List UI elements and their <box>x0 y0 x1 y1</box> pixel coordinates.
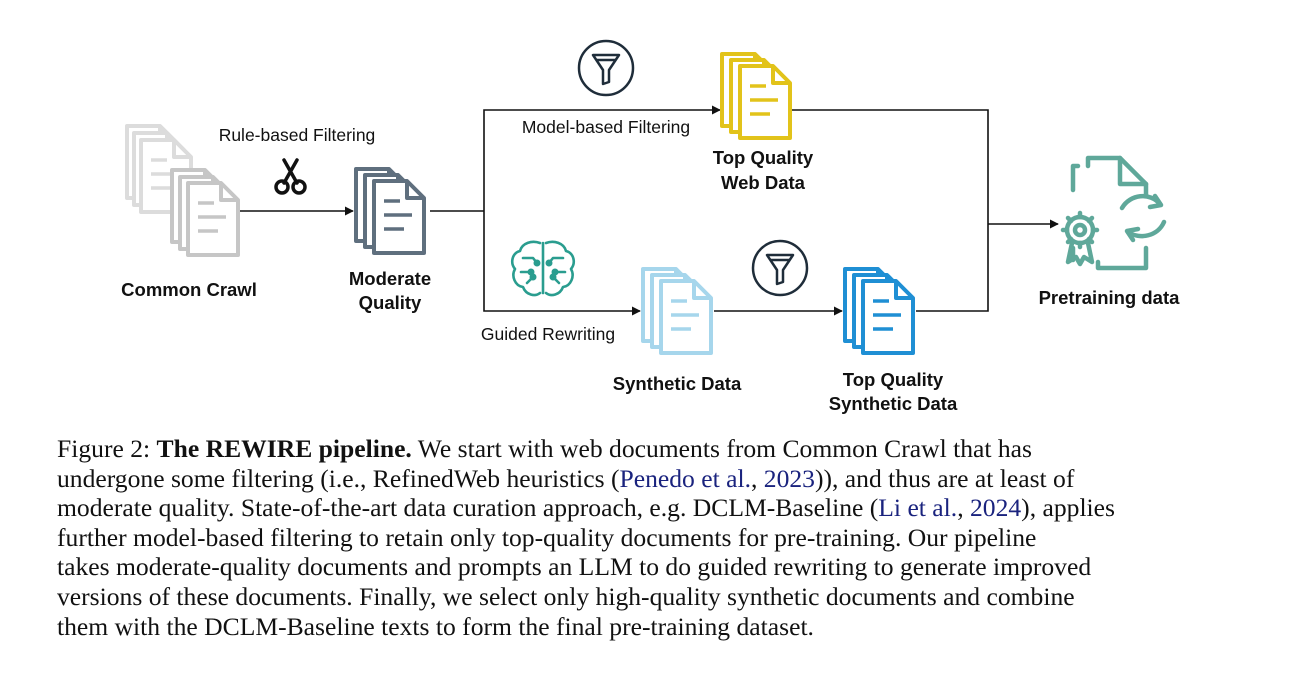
node-label-top-web-line2: Web Data <box>721 172 806 193</box>
node-label-top-web-line1: Top Quality <box>713 147 814 168</box>
caption-text: )), and thus are at least of <box>814 463 1075 493</box>
edge-label-rule-based: Rule-based Filtering <box>219 125 376 145</box>
caption-title: The REWIRE pipeline. <box>156 434 412 463</box>
citation-link[interactable]: Penedo et al. <box>619 463 751 493</box>
edge-guided-rewriting <box>483 211 641 316</box>
edge-model-based <box>483 105 721 211</box>
node-label-moderate-line2: Quality <box>359 292 422 313</box>
caption-line-6: versions of these documents. Finally, we… <box>57 581 1075 611</box>
node-label-pretraining: Pretraining data <box>1039 287 1181 308</box>
caption-text: undergone some filtering (i.e., RefinedW… <box>57 463 620 493</box>
caption-line-2: undergone some filtering (i.e., RefinedW… <box>57 464 1247 494</box>
brain-circuit-icon <box>510 240 576 297</box>
caption-line-1: Figure 2: The REWIRE pipeline. We start … <box>57 434 1247 464</box>
caption-text: We start with web documents from Common … <box>411 434 1032 463</box>
edge-label-guided-rewriting: Guided Rewriting <box>481 324 615 344</box>
rewire-pipeline-diagram: Rule-based Filtering Model-based Filteri… <box>121 39 1181 414</box>
node-label-common-crawl: Common Crawl <box>121 279 257 300</box>
moderate-quality-docs-icon <box>354 167 426 255</box>
funnel-icon <box>751 239 809 297</box>
citation-year-link[interactable]: 2023 <box>763 463 815 493</box>
top-quality-web-docs-icon <box>720 52 792 140</box>
caption-figure-number: Figure 2: <box>57 434 151 463</box>
caption-text: moderate quality. State-of-the-art data … <box>57 493 879 523</box>
certificate-icon <box>1060 155 1167 271</box>
common-crawl-docs-icon <box>125 124 240 257</box>
scissors-icon <box>274 158 307 195</box>
edge-top-synthetic-merge <box>916 224 989 312</box>
edge-label-model-based: Model-based Filtering <box>522 117 690 137</box>
caption-line-5: takes moderate-quality documents and pro… <box>57 552 1092 582</box>
caption-text: , <box>750 463 764 493</box>
caption-text: , <box>957 493 970 523</box>
citation-link[interactable]: Li et al. <box>878 493 958 523</box>
node-label-top-synthetic-line2: Synthetic Data <box>829 393 958 414</box>
connectors <box>240 105 1059 316</box>
figure-caption: Figure 2: The REWIRE pipeline. We start … <box>57 434 1247 641</box>
node-label-synthetic: Synthetic Data <box>613 373 742 394</box>
caption-text: ), applies <box>1021 493 1115 523</box>
funnel-icon <box>577 39 635 97</box>
top-quality-synthetic-docs-icon <box>843 267 915 355</box>
caption-line-3: moderate quality. State-of-the-art data … <box>57 493 1247 523</box>
caption-line-7: them with the DCLM-Baseline texts to for… <box>57 611 814 641</box>
caption-line-4: further model-based filtering to retain … <box>57 522 1037 552</box>
edge-top-web-merge <box>792 109 989 224</box>
node-label-top-synthetic-line1: Top Quality <box>843 369 944 390</box>
synthetic-docs-icon <box>641 267 713 355</box>
citation-year-link[interactable]: 2024 <box>969 493 1022 523</box>
node-label-moderate-line1: Moderate <box>349 268 431 289</box>
